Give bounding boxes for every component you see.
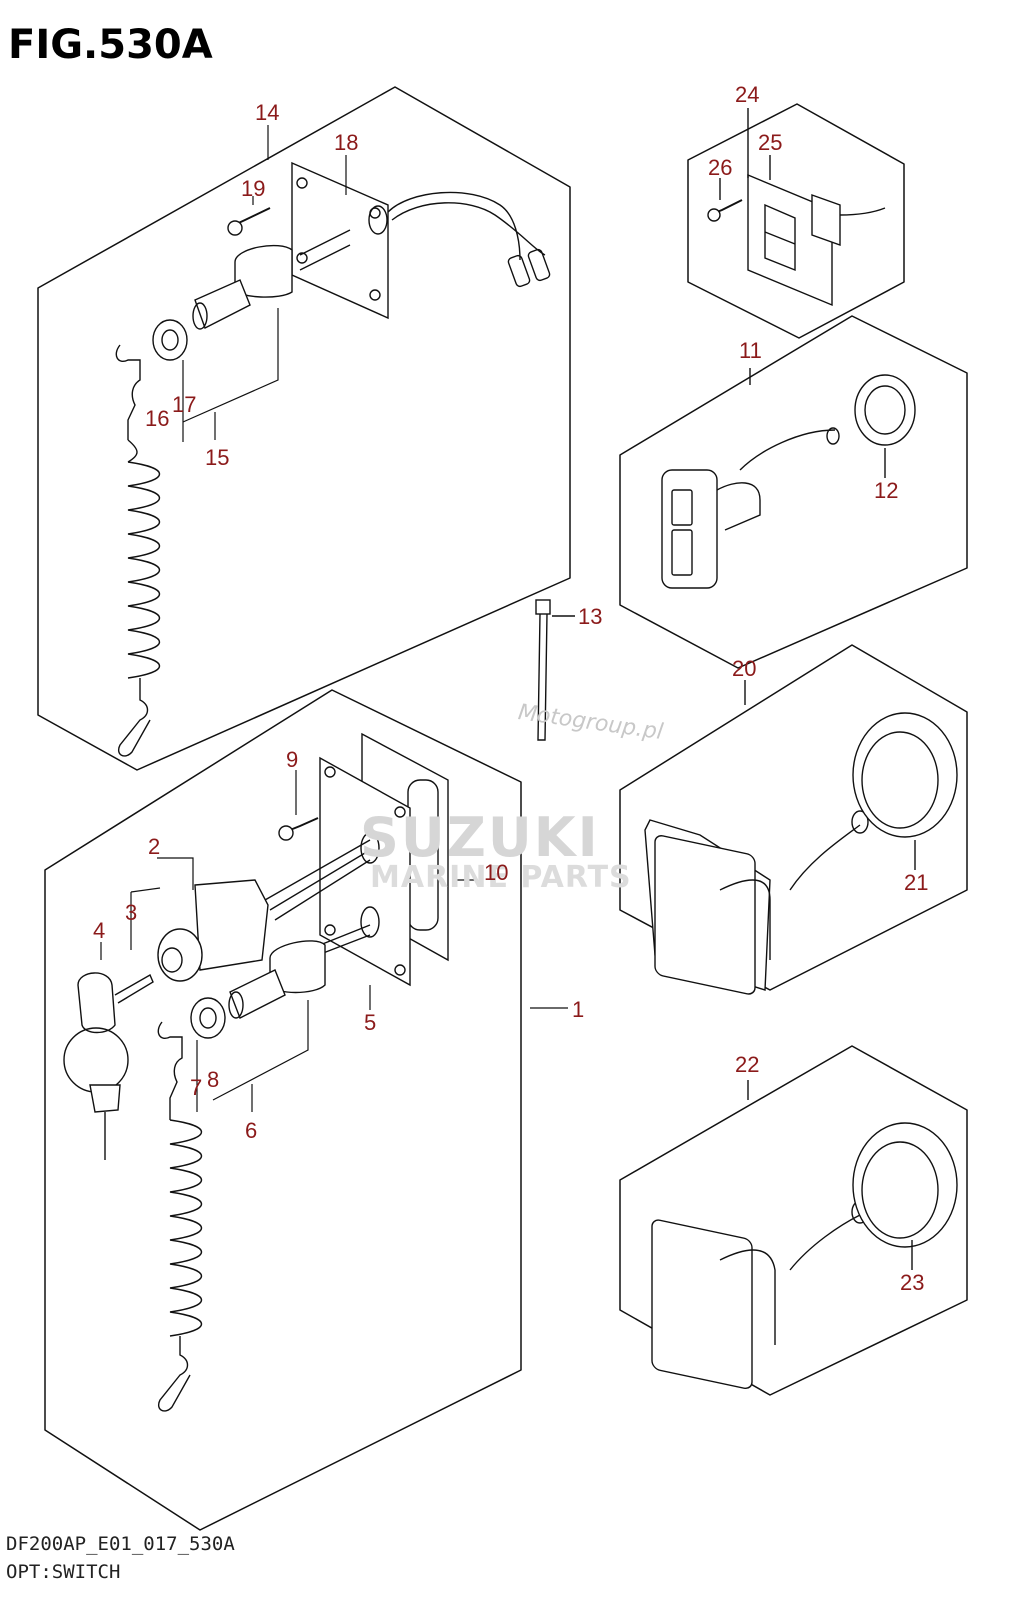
- switch-panel-large: [651, 1080, 958, 1390]
- callout-16[interactable]: 16: [145, 406, 170, 431]
- callout-19[interactable]: 19: [241, 176, 266, 201]
- callout-7[interactable]: 7: [190, 1075, 203, 1100]
- callout-8[interactable]: 8: [207, 1067, 220, 1092]
- callout-26[interactable]: 26: [708, 155, 733, 180]
- callout-15[interactable]: 15: [205, 445, 230, 470]
- switch-panel-medium: [644, 680, 958, 995]
- assembly-box-1: [44, 689, 522, 1531]
- callout-4[interactable]: 4: [93, 918, 106, 943]
- callout-21[interactable]: 21: [904, 870, 929, 895]
- assembly-box-22: [619, 1045, 968, 1396]
- callout-22[interactable]: 22: [735, 1052, 760, 1077]
- lanyard-coil-icon: [169, 1119, 203, 1337]
- callout-12[interactable]: 12: [874, 478, 899, 503]
- watermark-brand: SUZUKI: [360, 806, 600, 869]
- callout-1[interactable]: 1: [572, 997, 585, 1022]
- callout-25[interactable]: 25: [758, 130, 783, 155]
- callout-24[interactable]: 24: [735, 82, 760, 107]
- lanyard-coil-icon: [127, 461, 161, 679]
- key-switch-assembly: [63, 732, 449, 1412]
- callout-9[interactable]: 9: [286, 747, 299, 772]
- drawing-code: DF200AP_E01_017_530A: [6, 1533, 235, 1555]
- callout-17[interactable]: 17: [172, 392, 197, 417]
- callout-11[interactable]: 11: [739, 338, 762, 363]
- figure-title: FIG.530A: [8, 22, 213, 68]
- assembly-box-20: [619, 644, 968, 991]
- callout-2[interactable]: 2: [148, 834, 161, 859]
- callout-23[interactable]: 23: [900, 1270, 925, 1295]
- trim-switch-assembly: [707, 108, 886, 307]
- callout-13[interactable]: 13: [578, 604, 603, 629]
- callout-10[interactable]: 10: [484, 860, 509, 885]
- kill-switch-assembly-upper: [115, 161, 551, 757]
- watermark-sub: MARINE PARTS: [370, 860, 632, 895]
- switch-panel-small: [661, 368, 916, 589]
- callout-5[interactable]: 5: [364, 1010, 377, 1035]
- callout-3[interactable]: 3: [125, 900, 138, 925]
- callout-20[interactable]: 20: [732, 656, 757, 681]
- callout-14[interactable]: 14: [255, 100, 280, 125]
- key-icon: [77, 972, 116, 1034]
- callout-6[interactable]: 6: [245, 1118, 258, 1143]
- mounting-plate-icon: [291, 161, 389, 320]
- assembly-box-24: [687, 103, 905, 339]
- cable-tie-icon: [535, 599, 575, 741]
- callout-18[interactable]: 18: [334, 130, 359, 155]
- panel-plate-icon: [319, 756, 411, 987]
- assembly-box-14: [37, 86, 571, 771]
- assembly-box-11: [619, 315, 968, 669]
- drawing-name: OPT:SWITCH: [6, 1561, 121, 1583]
